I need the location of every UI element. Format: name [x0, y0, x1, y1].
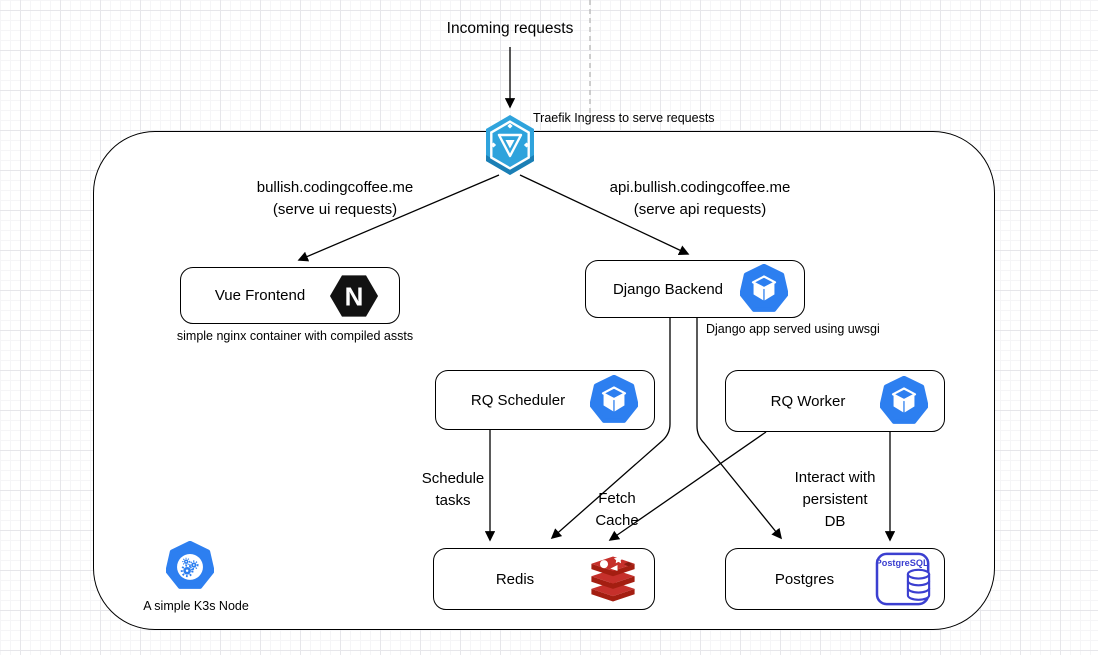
interact-line1: Interact with: [794, 469, 876, 486]
node-django-backend[interactable]: Django Backend: [585, 260, 805, 318]
schedule-line1: Schedule: [421, 470, 485, 487]
edge-label-schedule-tasks[interactable]: Schedule tasks: [403, 468, 503, 512]
node-postgres[interactable]: Postgres PostgreSQL: [725, 548, 945, 610]
route-ui-desc: (serve ui requests): [272, 201, 398, 218]
container-icon: [740, 264, 788, 312]
fetch-line2: Cache: [595, 512, 639, 529]
postgresql-icon-text: PostgreSQL: [876, 558, 929, 568]
rq-scheduler-label: RQ Scheduler: [470, 391, 566, 409]
traefik-caption: Traefik Ingress to serve requests: [533, 111, 715, 125]
container-icon: [590, 375, 638, 423]
vue-frontend-caption: simple nginx container with compiled ass…: [176, 329, 414, 343]
nginx-icon: N: [329, 274, 379, 317]
node-vue-frontend[interactable]: Vue Frontend N: [180, 267, 400, 324]
node-rq-worker[interactable]: RQ Worker: [725, 370, 945, 432]
nginx-letter: N: [345, 281, 364, 311]
traefik-ingress-node[interactable]: [484, 114, 536, 176]
vue-frontend-label: Vue Frontend: [214, 287, 306, 304]
interact-line3: DB: [824, 513, 846, 530]
django-backend-caption: Django app served using uwsgi: [706, 322, 880, 336]
route-api-domain: api.bullish.codingcoffee.me: [609, 179, 791, 196]
k3s-icon: [166, 541, 214, 589]
postgres-label: Postgres: [774, 570, 835, 588]
route-api-desc: (serve api requests): [633, 201, 767, 218]
redis-icon: [591, 555, 635, 602]
container-icon: [880, 376, 928, 424]
traefik-ingress-icon: [486, 115, 534, 175]
incoming-requests-label: Incoming requests: [446, 20, 574, 37]
route-ui-label: bullish.codingcoffee.me (serve ui reques…: [215, 177, 455, 221]
fetch-line1: Fetch: [598, 490, 636, 507]
k3s-node-marker[interactable]: [166, 541, 214, 591]
k3s-node-label: A simple K3s Node: [143, 599, 249, 613]
route-api-label: api.bullish.codingcoffee.me (serve api r…: [575, 177, 825, 221]
edge-label-fetch-cache[interactable]: Fetch Cache: [567, 488, 667, 532]
redis-label: Redis: [495, 570, 535, 588]
node-redis[interactable]: Redis: [433, 548, 655, 610]
postgresql-icon: PostgreSQL: [876, 552, 931, 606]
node-rq-scheduler[interactable]: RQ Scheduler: [435, 370, 655, 430]
route-ui-domain: bullish.codingcoffee.me: [256, 179, 414, 196]
edge-label-interact-db[interactable]: Interact with persistent DB: [775, 467, 895, 533]
interact-line2: persistent: [802, 491, 868, 508]
rq-worker-label: RQ Worker: [770, 392, 846, 410]
django-backend-label: Django Backend: [612, 280, 724, 298]
schedule-line2: tasks: [435, 492, 471, 509]
